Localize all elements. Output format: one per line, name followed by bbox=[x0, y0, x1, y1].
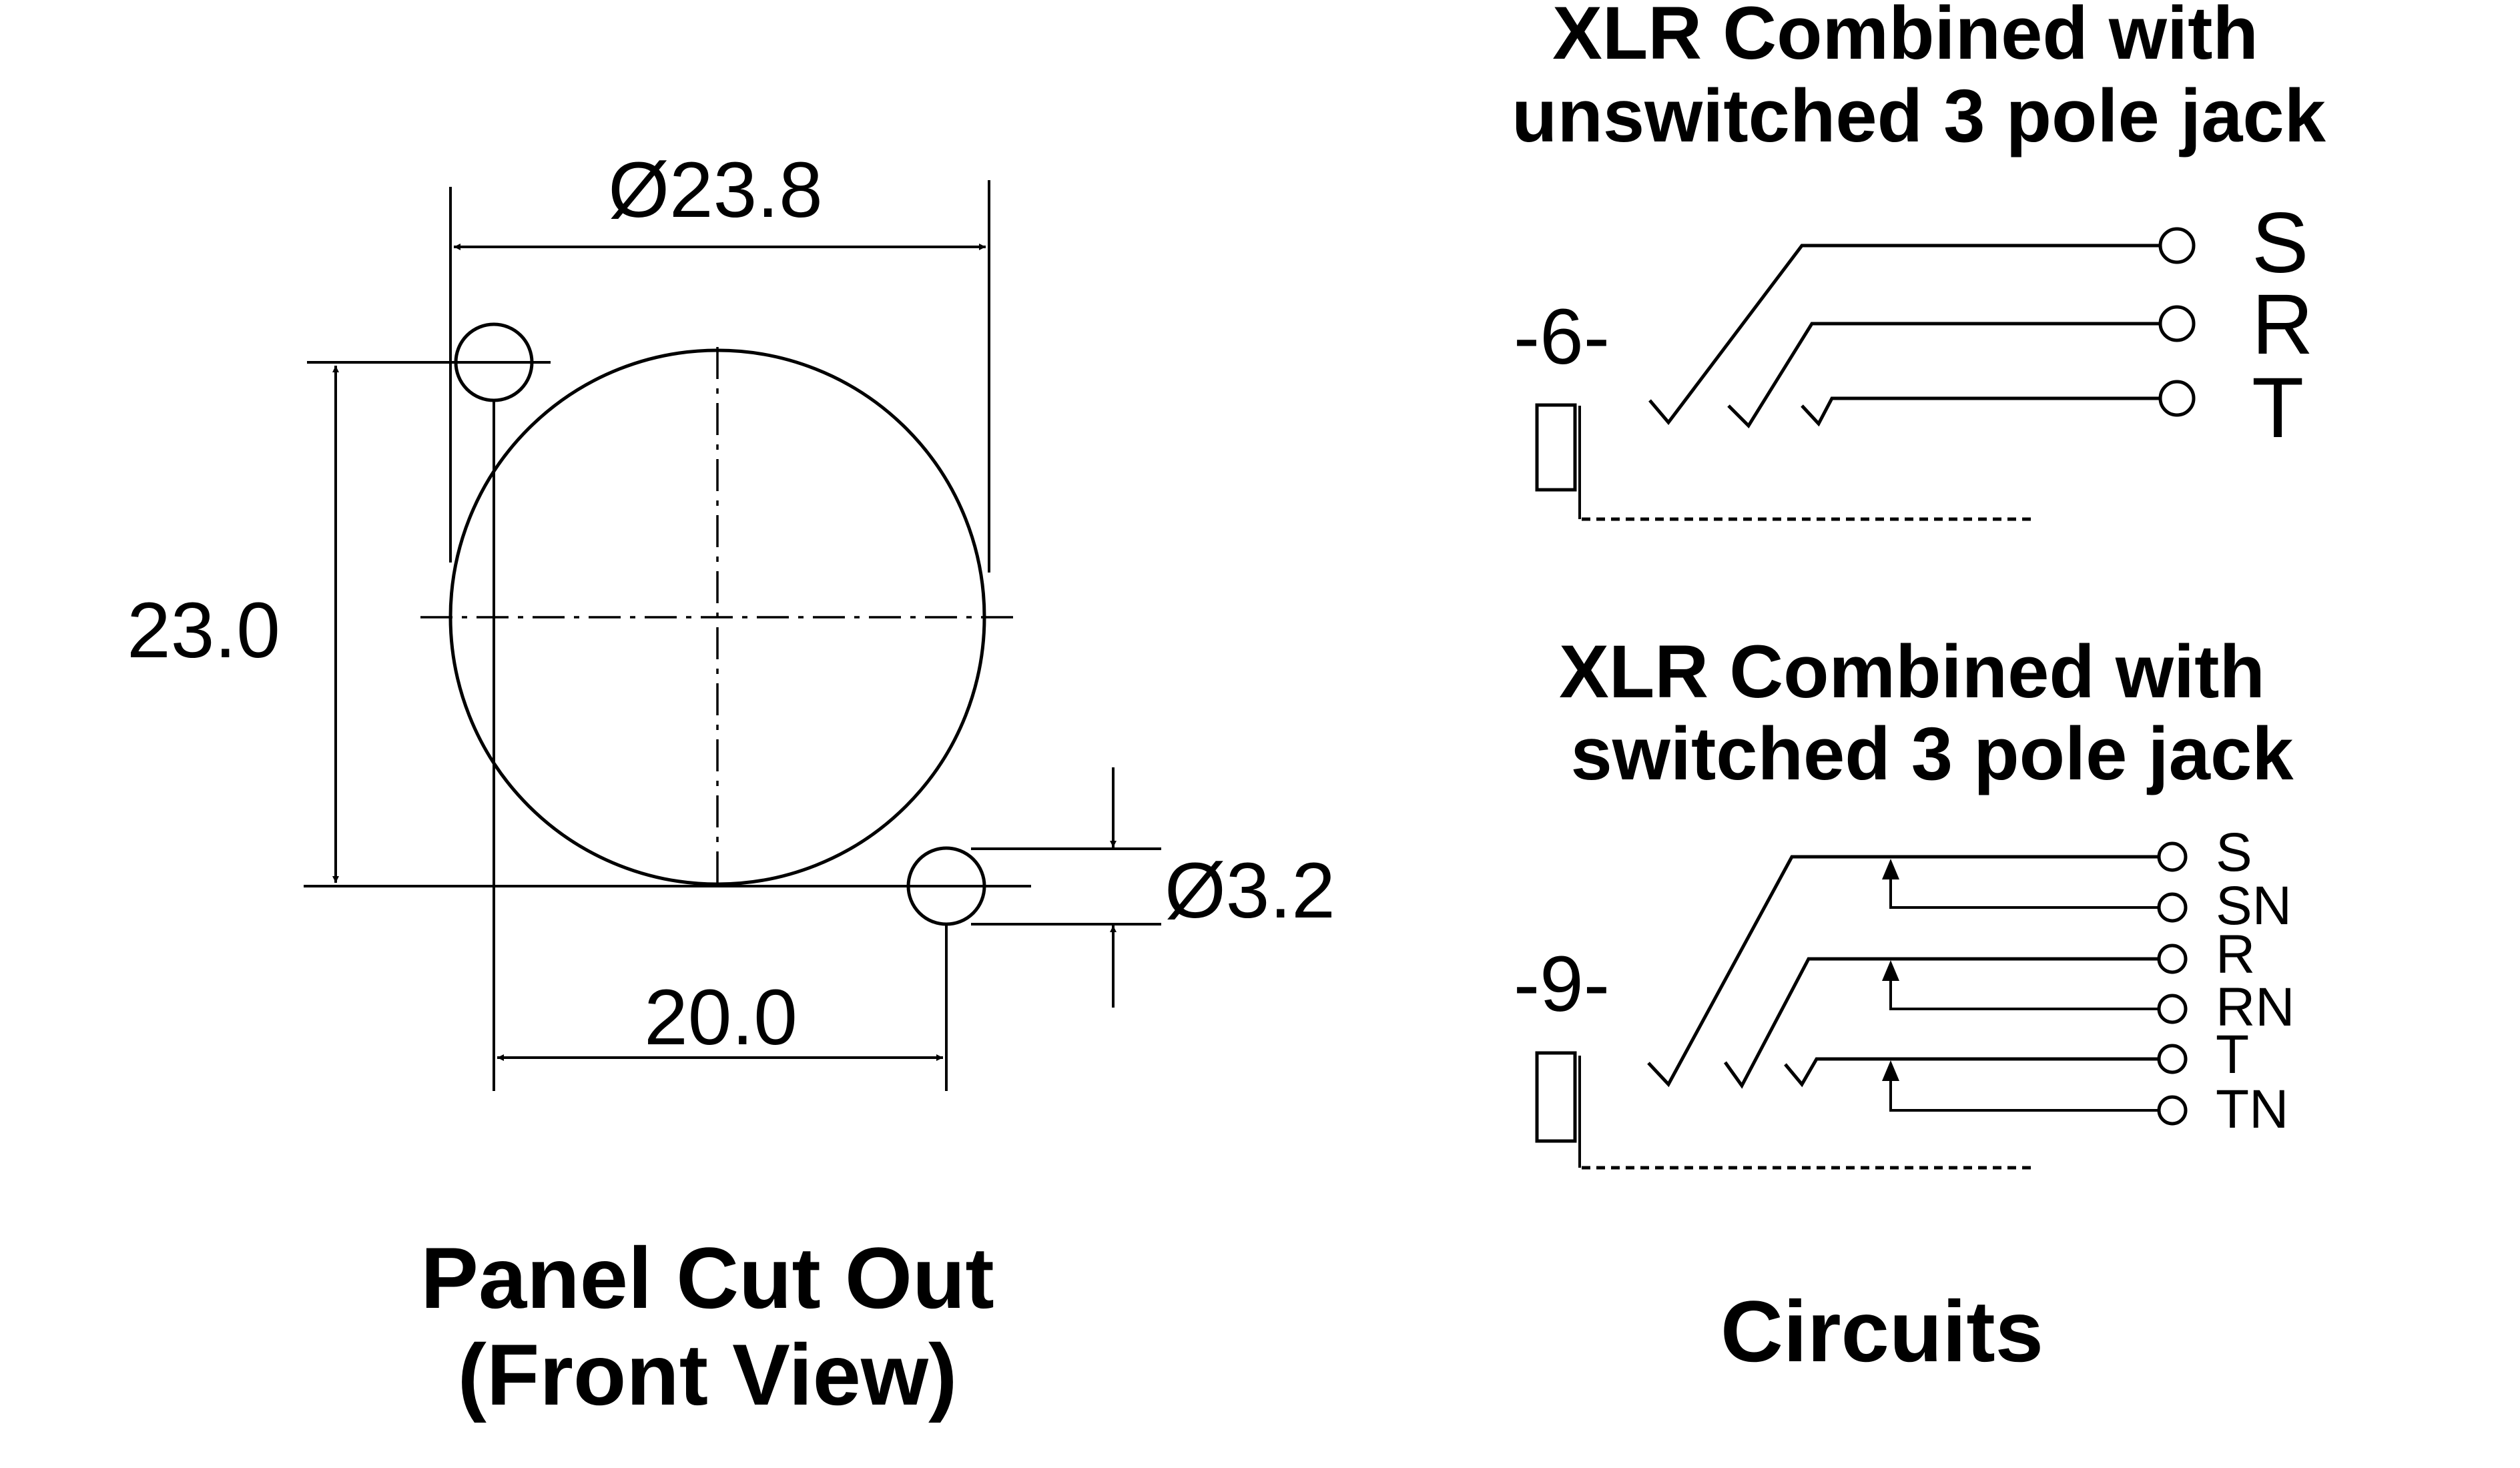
switched-contact-tn bbox=[1889, 1069, 2159, 1112]
circuit-unswitched: XLR Combined with unswitched 3 pole jack… bbox=[1512, 0, 2326, 521]
panel-caption-line1: Panel Cut Out bbox=[420, 1229, 994, 1327]
unswitched-terminal-r-label: R bbox=[2252, 277, 2313, 372]
unswitched-contact-r bbox=[1727, 322, 2172, 428]
switched-variant-label: -9- bbox=[1514, 940, 1610, 1028]
switched-title-line1: XLR Combined with bbox=[1559, 630, 2265, 713]
unswitched-variant-label: -6- bbox=[1514, 293, 1610, 381]
switched-terminal-sn-circle bbox=[2157, 892, 2188, 923]
circuit-switched: XLR Combined with switched 3 pole jack -… bbox=[1514, 630, 2294, 1170]
switched-terminal-tn-label: TN bbox=[2216, 1079, 2288, 1140]
dimension-label-diameter: Ø23.8 bbox=[608, 146, 822, 234]
switched-contact-s bbox=[1647, 855, 2162, 1088]
switched-sleeve-contact bbox=[1535, 1051, 1577, 1143]
switched-contact-r bbox=[1723, 957, 2162, 1089]
switched-terminal-s-label: S bbox=[2216, 822, 2252, 883]
panel-cutout-drawing: Ø23.8 23.0 20.0 Ø3.2 Panel Cut Out (Fron… bbox=[127, 146, 1335, 1423]
unswitched-terminal-t-label: T bbox=[2252, 360, 2304, 456]
unswitched-title-line2: unswitched 3 pole jack bbox=[1512, 74, 2326, 157]
switched-contact-sn bbox=[1889, 867, 2159, 909]
switched-terminal-tn-circle bbox=[2157, 1095, 2188, 1126]
switched-arrow-rn bbox=[1882, 960, 1899, 981]
switched-terminal-t-circle bbox=[2157, 1044, 2188, 1074]
unswitched-sleeve-contact bbox=[1535, 403, 1577, 492]
unswitched-terminal-s-circle bbox=[2158, 227, 2196, 264]
switched-terminal-rn-label: RN bbox=[2216, 977, 2294, 1038]
unswitched-terminal-r-circle bbox=[2158, 305, 2196, 342]
unswitched-terminal-s-label: S bbox=[2252, 196, 2308, 291]
switched-terminal-sn-label: SN bbox=[2216, 875, 2292, 936]
switched-title-line2: switched 3 pole jack bbox=[1570, 712, 2294, 795]
panel-caption-line2: (Front View) bbox=[458, 1326, 958, 1423]
switched-terminal-rn-circle bbox=[2157, 994, 2188, 1024]
switched-terminal-s-circle bbox=[2157, 841, 2188, 872]
switched-arrow-sn bbox=[1882, 859, 1899, 879]
unswitched-contact-s bbox=[1648, 244, 2172, 425]
switched-arrow-tn bbox=[1882, 1060, 1899, 1081]
unswitched-contact-t bbox=[1801, 396, 2172, 427]
switched-contact-rn bbox=[1889, 969, 2159, 1010]
switched-terminal-t-label: T bbox=[2216, 1024, 2249, 1085]
dimension-label-height: 23.0 bbox=[127, 587, 280, 675]
switched-contact-t bbox=[1784, 1057, 2162, 1088]
dimension-label-mount-hole: Ø3.2 bbox=[1165, 847, 1335, 935]
dimension-label-width: 20.0 bbox=[644, 974, 798, 1062]
unswitched-title-line1: XLR Combined with bbox=[1552, 0, 2258, 75]
switched-terminal-r-circle bbox=[2157, 944, 2188, 974]
unswitched-terminal-t-circle bbox=[2158, 380, 2196, 417]
switched-terminal-r-label: R bbox=[2216, 924, 2255, 985]
circuits-caption: Circuits bbox=[1720, 1282, 2043, 1380]
